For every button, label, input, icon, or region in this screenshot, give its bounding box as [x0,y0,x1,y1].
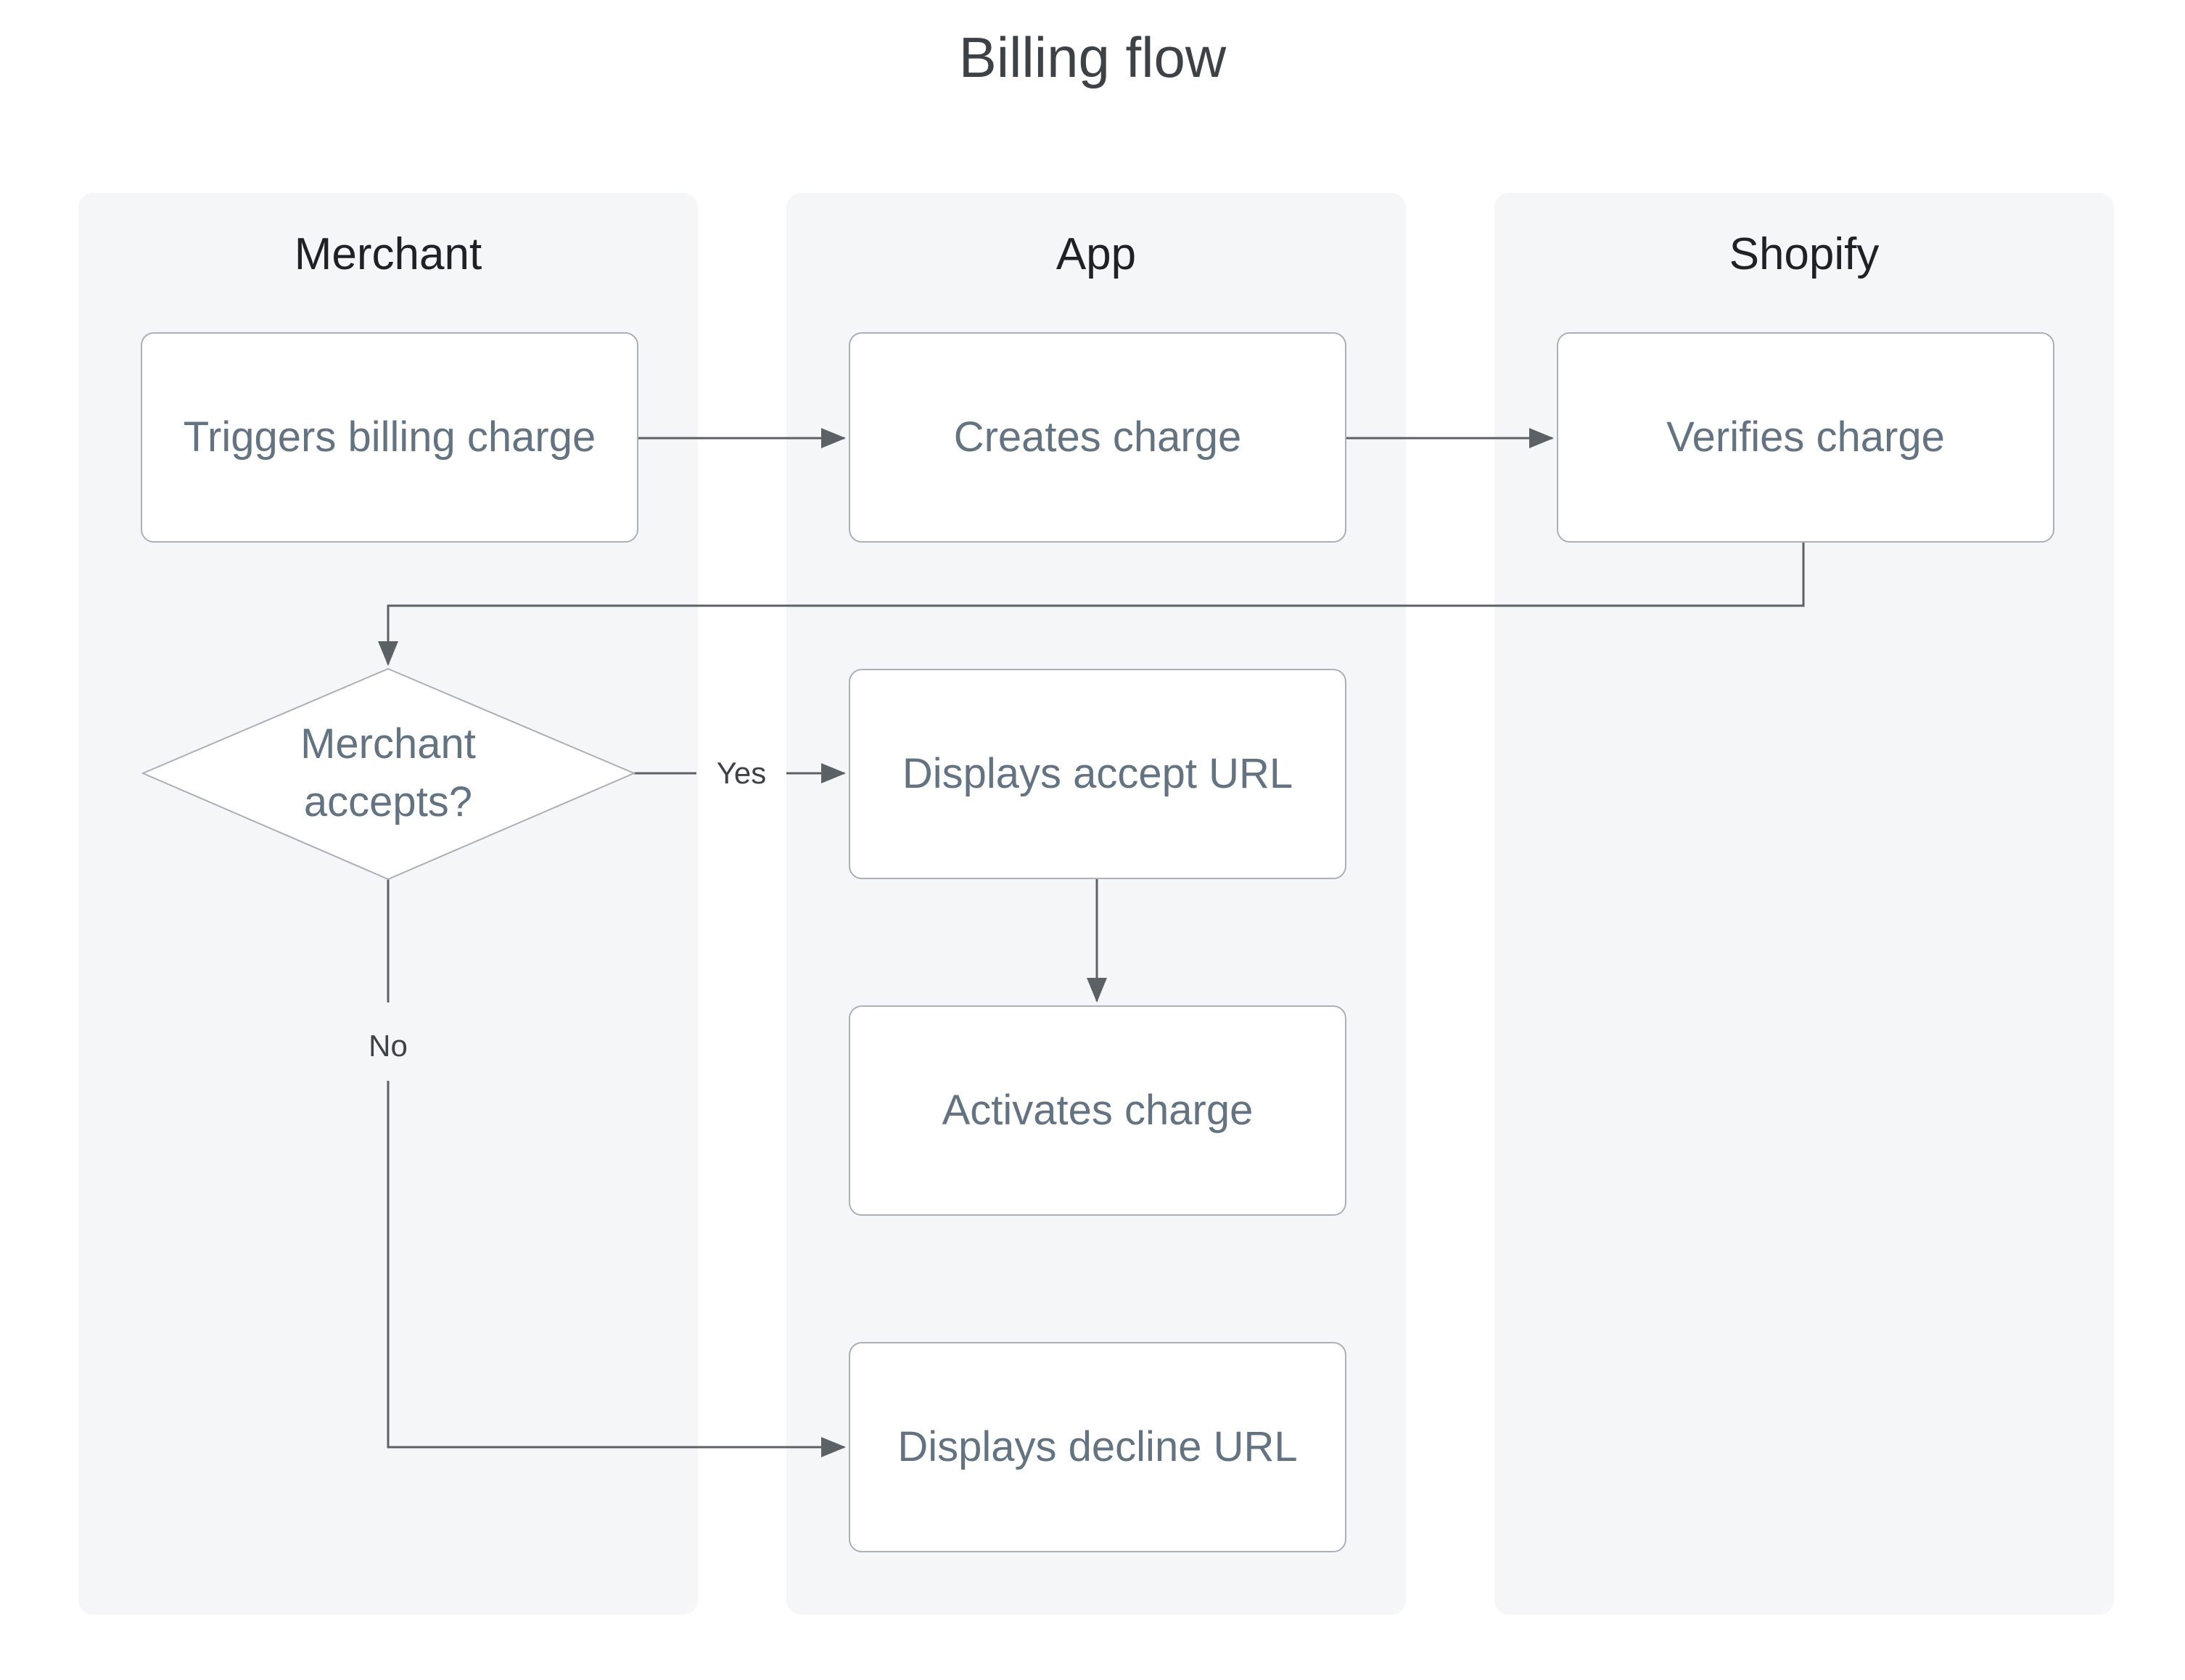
lane-title-shopify: Shopify [1729,229,1880,279]
decision-label: Merchant accepts? [300,720,476,825]
lane-title-app: App [1056,229,1137,279]
node-triggers-billing-charge: Triggers billing charge [141,332,638,543]
diagram-title: Billing flow [958,25,1227,89]
edge-verifies-to-decision [378,543,1805,666]
node-creates-charge: Creates charge [849,332,1346,543]
edge-label-no: No [369,1029,408,1063]
node-displays-decline-url: Displays decline URL [849,1342,1346,1552]
decision-diamond [141,667,636,881]
edge-label-yes: Yes [716,756,767,790]
node-activates-charge: Activates charge [849,1005,1346,1216]
node-verifies-charge: Verifies charge [1557,332,2054,543]
node-displays-accept-url: Displays accept URL [849,669,1346,879]
lane-title-merchant: Merchant [294,229,482,279]
edge-decision-no-bottom [387,1081,846,1457]
